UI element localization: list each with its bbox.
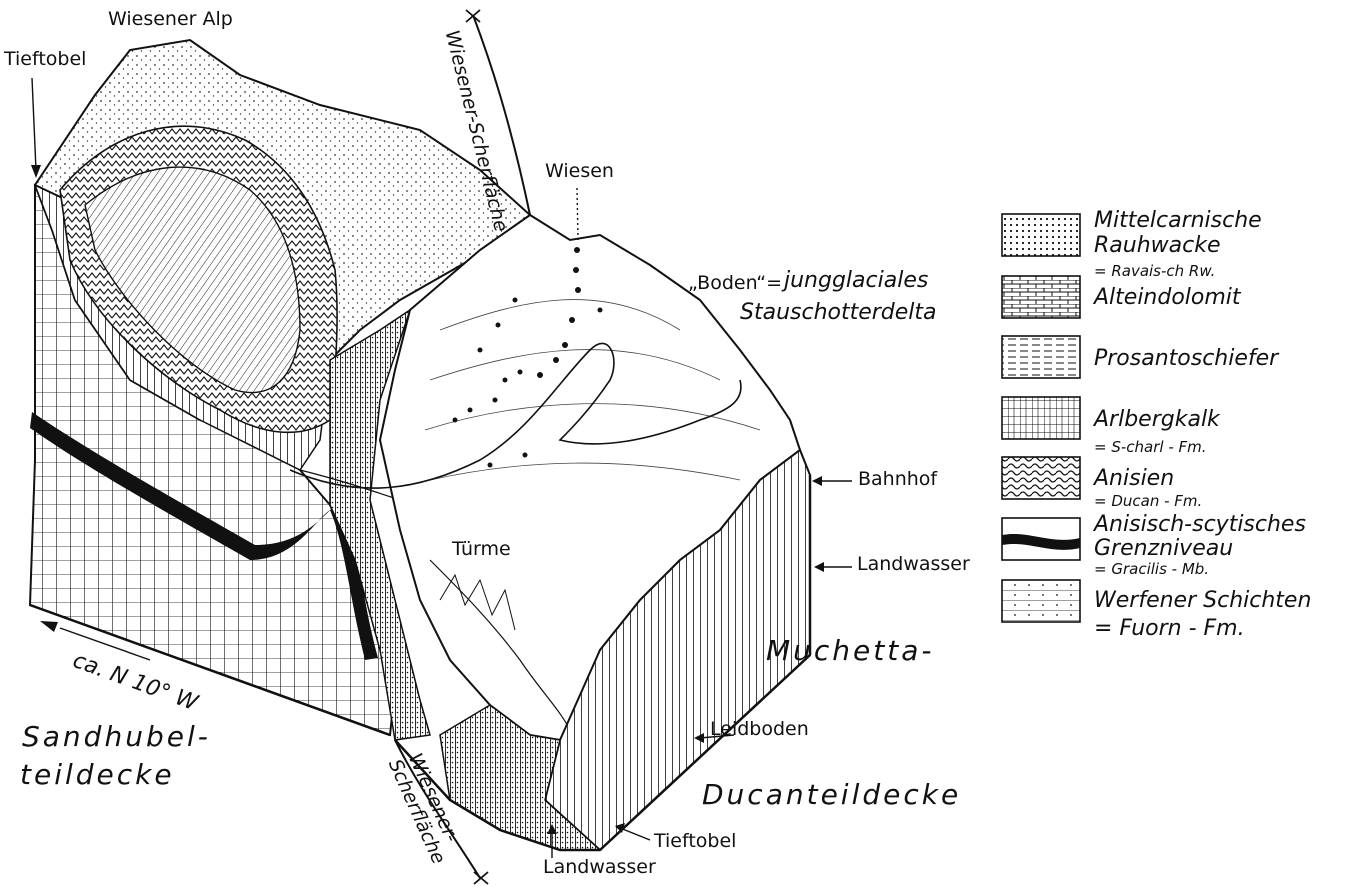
label-wiesen: Wiesen bbox=[545, 160, 614, 182]
label-tieftobel-top: Tieftobel bbox=[4, 48, 86, 70]
label-tieftobel-bottom: Tieftobel bbox=[654, 830, 736, 852]
legend-grenzniveau-line2: Grenzniveau bbox=[1094, 536, 1233, 561]
legend-swatch-grenzniveau bbox=[1002, 518, 1080, 560]
label-tuerme: Türme bbox=[452, 538, 511, 560]
legend-rauhwacke-line1: Mittelcarnische bbox=[1094, 208, 1262, 233]
label-boden-prefix: „Boden“= bbox=[688, 272, 782, 294]
legend-anisien: Anisien bbox=[1094, 466, 1174, 491]
label-sandhubel-line2: teildecke bbox=[20, 758, 175, 791]
label-landwasser-right: Landwasser bbox=[857, 553, 970, 575]
legend-werfener: Werfener Schichten bbox=[1094, 588, 1311, 613]
label-muchetta: Muchetta- bbox=[766, 634, 935, 667]
legend-arlbergkalk: Arlbergkalk bbox=[1094, 407, 1220, 432]
legend-grenzniveau-line1: Anisisch-scytisches bbox=[1094, 512, 1306, 537]
legend-swatch-alteindolomit bbox=[1002, 276, 1080, 318]
label-ducanteildecke: Ducanteildecke bbox=[702, 778, 961, 811]
label-wiesener-alp: Wiesener Alp bbox=[108, 8, 233, 30]
legend-swatch-anisien bbox=[1002, 457, 1080, 499]
legend-grenzniveau-sub: = Gracilis - Mb. bbox=[1094, 560, 1209, 578]
legend-swatch-prosantoschiefer bbox=[1002, 336, 1080, 378]
legend-rauhwacke-line2: Rauhwacke bbox=[1094, 233, 1221, 258]
legend-swatch-arlbergkalk bbox=[1002, 397, 1080, 439]
legend-swatch-rauhwacke bbox=[1002, 214, 1080, 256]
legend-alteindolomit: Alteindolomit bbox=[1094, 285, 1241, 310]
label-boden-line2: Stauschotterdelta bbox=[740, 300, 937, 325]
legend-boxes bbox=[1002, 214, 1080, 622]
legend-anisien-sub: = Ducan - Fm. bbox=[1094, 492, 1202, 510]
label-leidboden: Leidboden bbox=[710, 718, 809, 740]
label-sandhubel-line1: Sandhubel- bbox=[22, 720, 211, 753]
label-bahnhof: Bahnhof bbox=[858, 468, 937, 490]
legend-werfener-sub: = Fuorn - Fm. bbox=[1094, 616, 1245, 641]
legend-prosantoschiefer: Prosantoschiefer bbox=[1094, 346, 1278, 371]
legend-swatch-werfener bbox=[1002, 580, 1080, 622]
legend-rauhwacke-sub: = Ravais-ch Rw. bbox=[1094, 262, 1215, 280]
legend-arlbergkalk-sub: = S-charl - Fm. bbox=[1094, 438, 1207, 456]
label-boden-line1: jungglaciales bbox=[784, 268, 928, 293]
label-landwasser-bottom: Landwasser bbox=[543, 856, 656, 878]
